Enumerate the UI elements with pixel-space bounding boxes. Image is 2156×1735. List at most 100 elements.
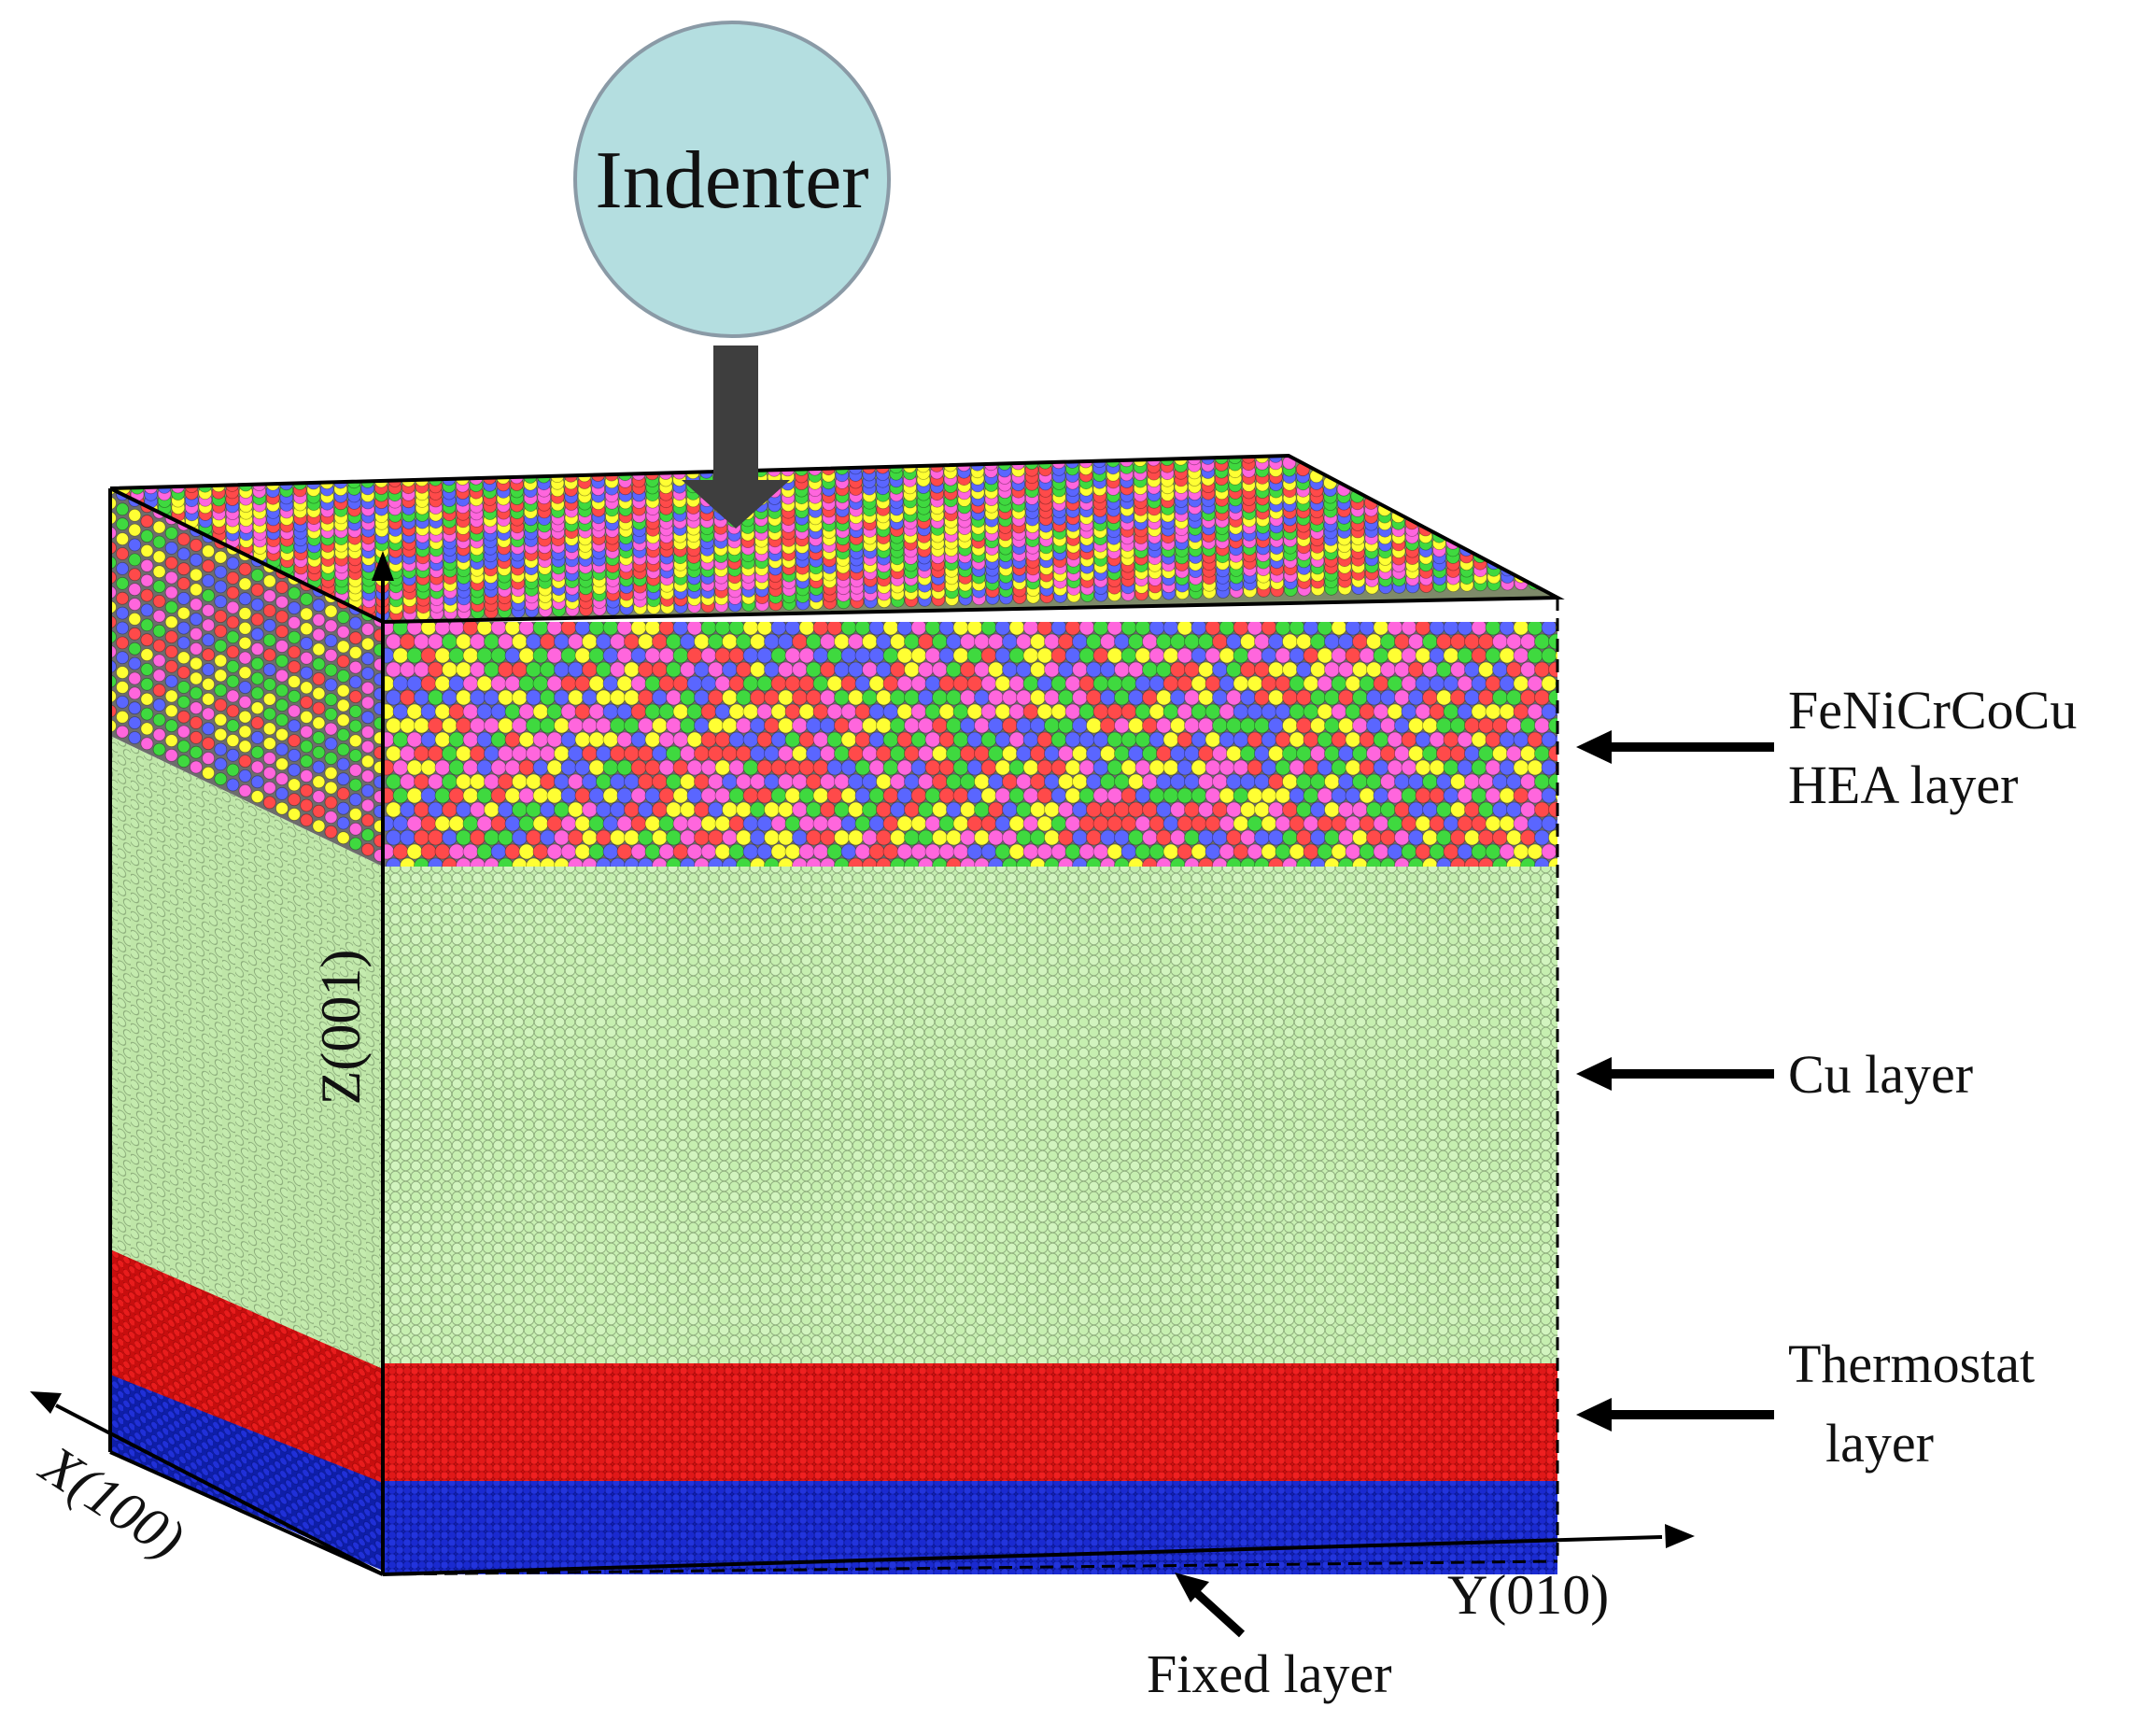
hea-atom [1520, 633, 1536, 650]
hea-atom [1429, 675, 1445, 692]
hea-atom [812, 843, 829, 860]
hea-atom [1282, 745, 1298, 762]
hea-atom [1002, 801, 1018, 818]
hea-atom [1443, 759, 1459, 776]
hea-atom [140, 737, 154, 751]
hea-atom [262, 722, 276, 736]
hea-atom [152, 698, 166, 712]
hea-atom [708, 773, 724, 790]
hea-atom [1078, 787, 1095, 804]
hea-atom [1317, 787, 1333, 804]
hea-atom [190, 671, 203, 685]
hea-atom [140, 515, 154, 529]
hea-atom [312, 760, 326, 774]
hea-atom [1408, 661, 1424, 678]
hea-atom [1282, 661, 1298, 678]
hea-atom [616, 787, 633, 804]
hea-atom [152, 654, 166, 668]
hea-atom [1485, 622, 1501, 636]
hea-atom [980, 675, 997, 692]
hea-atom [854, 647, 871, 664]
hea-atom [1114, 829, 1130, 846]
hea-atom [190, 553, 203, 567]
hea-atom [1044, 661, 1060, 678]
hea-atom [574, 703, 591, 720]
hea-atom [910, 647, 927, 664]
hea-atom [1422, 829, 1438, 846]
hea-atom [792, 661, 808, 678]
hea-atom [250, 716, 264, 729]
hea-atom [1394, 661, 1410, 678]
hea-atom [250, 745, 264, 759]
hea-atom [722, 773, 738, 790]
hea-atom [262, 707, 276, 721]
hea-atom [1064, 647, 1081, 664]
hea-atom [116, 710, 130, 724]
hea-atom [1289, 647, 1305, 664]
hea-atom [1415, 815, 1431, 832]
hea-atom [756, 703, 773, 720]
hea-atom [324, 708, 338, 721]
hea-atom [680, 661, 696, 678]
hea-atom [1114, 801, 1130, 818]
hea-atom [288, 793, 302, 807]
hea-atom [1106, 759, 1123, 776]
hea-atom [1086, 717, 1102, 734]
hea-atom [1373, 703, 1389, 720]
hea-atom [714, 787, 731, 804]
hea-atom [994, 622, 1011, 636]
hea-atom [554, 773, 570, 790]
hea-atom [1008, 622, 1025, 636]
hea-atom [262, 766, 276, 780]
hea-atom [1064, 703, 1081, 720]
hea-atom [1282, 689, 1298, 706]
hea-atom [1030, 745, 1046, 762]
hea-atom [582, 829, 598, 846]
hea-atom [686, 815, 703, 832]
hea-atom [1233, 843, 1249, 860]
hea-atom [476, 703, 493, 720]
hea-atom [722, 633, 738, 650]
hea-atom [652, 829, 668, 846]
hea-atom [1100, 773, 1116, 790]
hea-atom [560, 647, 577, 664]
hea-atom [700, 703, 717, 720]
hea-atom [190, 701, 203, 715]
hea-atom [1177, 703, 1193, 720]
hea-atom [1198, 829, 1214, 846]
hea-atom [288, 749, 302, 762]
hea-atom [456, 773, 472, 790]
hea-atom [820, 829, 836, 846]
hea-atom [1471, 622, 1487, 636]
hea-atom [1191, 787, 1207, 804]
hea-atom [1120, 759, 1137, 776]
hea-atom [140, 529, 154, 543]
hea-atom [532, 843, 549, 860]
hea-atom [750, 801, 766, 818]
hea-atom [756, 759, 773, 776]
hea-atom [918, 689, 934, 706]
hea-atom [1106, 731, 1123, 748]
hea-atom [336, 698, 350, 712]
hea-atom [728, 731, 745, 748]
hea-atom [1148, 731, 1165, 748]
hea-atom [868, 647, 885, 664]
hea-atom [1387, 647, 1403, 664]
hea-atom [994, 675, 1011, 692]
hea-atom [672, 843, 689, 860]
hea-atom [128, 553, 142, 567]
hea-atom [1310, 829, 1326, 846]
hea-atom [1036, 647, 1053, 664]
hea-atom [140, 633, 154, 647]
hea-atom [1198, 745, 1214, 762]
hea-atom [868, 622, 885, 636]
hea-atom [610, 661, 626, 678]
hea-atom [588, 815, 605, 832]
hea-atom [226, 763, 240, 777]
hea-atom [1170, 773, 1186, 790]
hea-atom [1240, 689, 1256, 706]
hea-atom [638, 717, 654, 734]
hea-atom [1541, 647, 1557, 664]
hea-atom [1016, 745, 1032, 762]
hea-atom [312, 819, 326, 833]
